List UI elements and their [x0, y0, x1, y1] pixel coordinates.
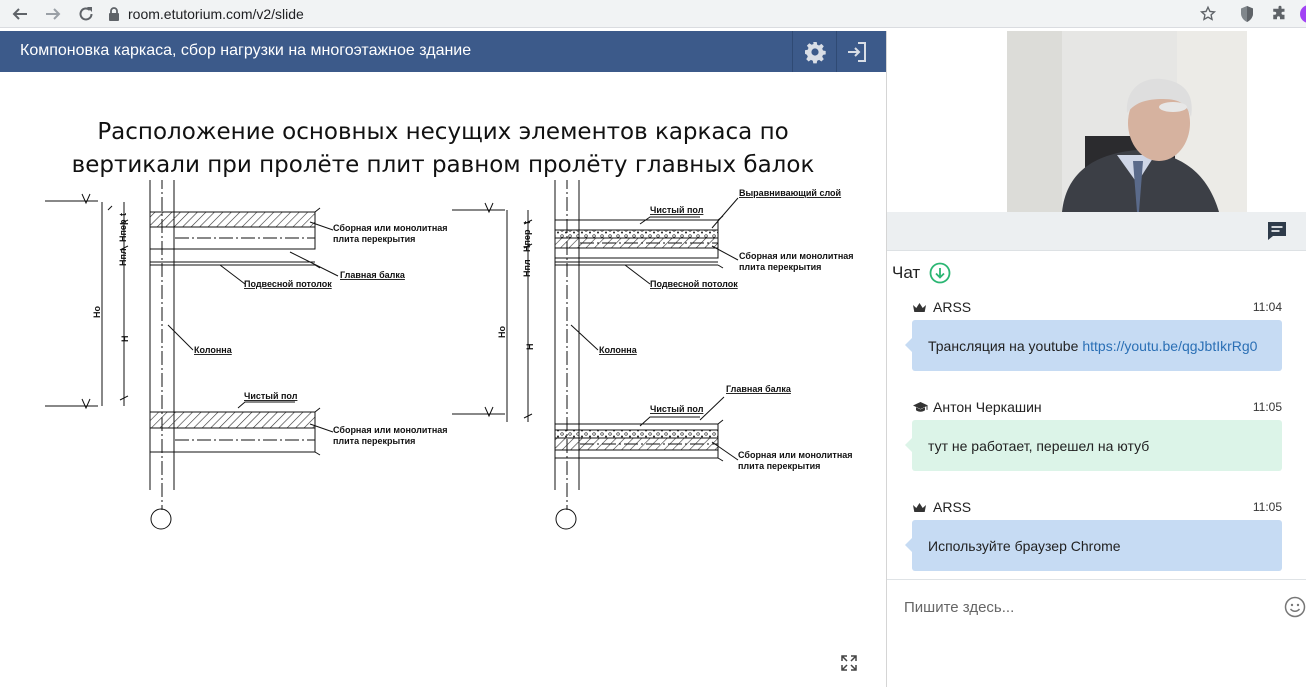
presenter-video[interactable]: [1007, 31, 1247, 212]
download-circle-icon[interactable]: [929, 262, 951, 284]
right-label-leveling-layer: Выравнивающий слой: [739, 188, 841, 198]
left-dim-ho: Ho: [92, 306, 102, 318]
back-icon[interactable]: [10, 4, 30, 24]
message-time: 11:05: [1252, 400, 1282, 414]
slide-title-line-1: Расположение основных несущих элементов …: [97, 119, 789, 145]
sign-in-icon: [847, 41, 866, 62]
crown-icon: [913, 502, 926, 512]
right-label-main-beam: Главная балка: [726, 384, 792, 394]
left-label-clean-floor: Чистый пол: [244, 391, 298, 401]
right-dim-t: t: [522, 221, 532, 224]
chat-toggle-button[interactable]: [1265, 219, 1289, 243]
bookmark-star-icon[interactable]: [1199, 4, 1217, 24]
chat-message: ARSS 11:05 Используйте браузер Chrome: [905, 498, 1282, 571]
lock-icon[interactable]: [108, 7, 120, 26]
presentation-title: Компоновка каркаса, сбор нагрузки на мно…: [20, 42, 472, 59]
right-dim-hper: Hпер: [522, 229, 532, 252]
right-section-labels: Ho Hпл Hпер t H Чистый пол Выравнивающий…: [497, 188, 854, 471]
right-label-slab-1: Сборная или монолитная: [739, 251, 854, 261]
graduation-cap-icon: [913, 402, 928, 412]
chat-message: ARSS 11:04 Трансляция на youtube https:/…: [905, 298, 1282, 371]
right-label-clean-floor-bottom: Чистый пол: [650, 404, 704, 414]
right-dim-ho: Ho: [497, 326, 507, 338]
left-dim-h: H: [120, 336, 130, 343]
left-label-ceiling: Подвесной потолок: [244, 279, 332, 289]
right-label-slab-2: плита перекрытия: [739, 262, 821, 272]
message-author: ARSS: [933, 499, 972, 515]
message-bubble: Трансляция на youtube https://youtu.be/q…: [905, 320, 1282, 371]
slide-title: Расположение основных несущих элементов …: [0, 116, 886, 182]
video-controls-strip: [887, 212, 1306, 251]
message-link[interactable]: https://youtu.be/qgJbtIkrRg0: [1082, 337, 1258, 354]
message-time: 11:05: [1252, 500, 1282, 514]
puzzle-extensions-icon[interactable]: [1271, 4, 1289, 24]
forward-icon[interactable]: [43, 4, 63, 24]
chat-composer: [887, 579, 1306, 687]
message-text: Используйте браузер Chrome: [928, 537, 1121, 554]
message-author: ARSS: [933, 299, 972, 315]
shield-extension-icon[interactable]: [1239, 4, 1255, 24]
gear-icon: [804, 41, 826, 63]
exit-button[interactable]: [836, 31, 876, 72]
message-bubble: Используйте браузер Chrome: [905, 520, 1282, 571]
slide-viewer: Расположение основных несущих элементов …: [0, 72, 886, 687]
right-label-slab-bottom-2: плита перекрытия: [738, 461, 820, 471]
chat-input[interactable]: [904, 596, 1274, 618]
panel-divider: [886, 31, 887, 687]
left-section-drawing: [45, 180, 339, 530]
presenter-video-frame: [1007, 31, 1247, 212]
message-text: тут не работает, перешел на ютуб: [928, 437, 1150, 454]
message-author: Антон Черкашин: [933, 399, 1042, 415]
right-label-ceiling: Подвесной потолок: [650, 279, 738, 289]
left-label-column: Колонна: [194, 345, 233, 355]
fullscreen-button[interactable]: [841, 655, 859, 673]
left-dim-hper: Hпер: [118, 219, 128, 242]
right-label-column: Колонна: [599, 345, 638, 355]
right-dim-hpl: Hпл: [522, 259, 532, 277]
browser-toolbar: room.etutorium.com/v2/slide: [0, 0, 1306, 28]
left-section-labels: Ho Hпл Hпер t H Сборная или монолитная п…: [92, 213, 448, 446]
message-time: 11:04: [1252, 300, 1282, 314]
message-bubble: тут не работает, перешел на ютуб: [905, 420, 1282, 471]
chat-bubble-icon: [1268, 222, 1286, 240]
right-dim-h: H: [525, 344, 535, 351]
left-label-slab-1: Сборная или монолитная: [333, 223, 448, 233]
reload-icon[interactable]: [76, 4, 96, 24]
left-label-main-beam: Главная балка: [340, 270, 406, 280]
address-bar[interactable]: room.etutorium.com/v2/slide: [108, 3, 1238, 25]
left-dim-t: t: [118, 213, 128, 216]
url-text[interactable]: room.etutorium.com/v2/slide: [128, 6, 304, 22]
presentation-header: Компоновка каркаса, сбор нагрузки на мно…: [0, 31, 886, 72]
smiley-icon: [1284, 596, 1306, 618]
left-dim-hpl: Hпл: [118, 248, 128, 266]
left-label-slab-bottom-1: Сборная или монолитная: [333, 425, 448, 435]
profile-avatar-icon[interactable]: [1299, 4, 1306, 24]
emoji-button[interactable]: [1284, 596, 1306, 618]
right-label-slab-bottom-1: Сборная или монолитная: [738, 450, 853, 460]
settings-button[interactable]: [792, 31, 836, 72]
chat-heading: Чат: [892, 263, 921, 282]
structural-drawing: Ho Hпл Hпер t H Сборная или монолитная п…: [45, 180, 854, 530]
chat-message: Антон Черкашин 11:05 тут не работает, пе…: [905, 398, 1282, 471]
left-label-slab-2: плита перекрытия: [333, 234, 415, 244]
expand-icon: [841, 655, 857, 671]
crown-icon: [913, 302, 926, 312]
right-section-drawing: [452, 180, 739, 530]
right-label-clean-floor: Чистый пол: [650, 205, 704, 215]
chat-header: Чат: [892, 262, 951, 284]
slide-title-line-2: вертикали при пролёте плит равном пролёт…: [71, 152, 815, 178]
message-text: Трансляция на youtube: [928, 337, 1079, 354]
right-sidebar: Чат ARSS 11:04 Трансляция на youtube htt…: [887, 31, 1306, 687]
left-label-slab-bottom-2: плита перекрытия: [333, 436, 415, 446]
